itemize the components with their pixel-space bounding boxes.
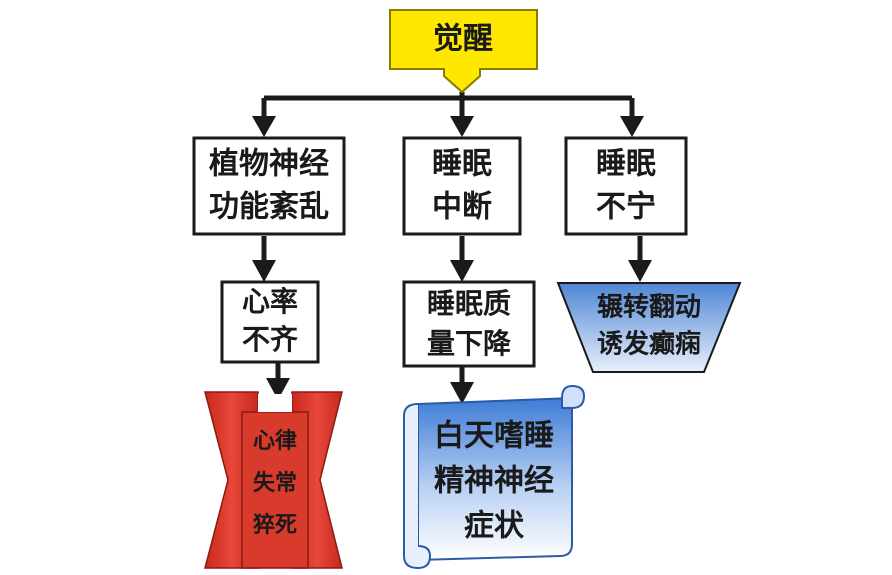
- interrupt-box: [402, 136, 522, 236]
- node-sudden-death: 心律 失常 猝死: [204, 391, 343, 569]
- daytime-label-line1: 白天嗜睡: [434, 419, 554, 454]
- node-quality: 睡眠质 量下降: [402, 280, 536, 368]
- arrowhead-daytime: [450, 382, 474, 404]
- arrhythmia-label-line2: 不齐: [242, 323, 299, 356]
- arrowhead-right-top: [620, 116, 644, 137]
- arrowhead-arrhythmia: [252, 260, 276, 282]
- node-daytime: 白天嗜睡 精神神经 症状: [403, 384, 586, 570]
- arrowhead-tossing: [628, 260, 652, 282]
- quality-label-line2: 量下降: [427, 327, 512, 360]
- arrowheads: [252, 116, 652, 404]
- death-label-line1: 心律: [253, 428, 297, 454]
- death-label-line2: 失常: [253, 470, 297, 496]
- autonomic-label-line2: 功能紊乱: [209, 190, 329, 225]
- arrowhead-middle-top: [450, 116, 474, 137]
- restless-box: [564, 136, 688, 236]
- arrhythmia-box: [220, 280, 320, 364]
- arrowhead-death: [266, 378, 290, 400]
- interrupt-label-line1: 睡眠: [432, 147, 492, 182]
- connectors: [261, 92, 643, 384]
- daytime-label-line3: 症状: [464, 509, 525, 544]
- node-autonomic: 植物神经 功能紊乱: [192, 136, 346, 236]
- daytime-label-line2: 精神神经: [434, 464, 554, 499]
- arrowhead-quality: [450, 260, 474, 282]
- death-label-line3: 猝死: [253, 512, 297, 538]
- awake-label: 觉醒: [433, 22, 493, 57]
- arrhythmia-label-line1: 心率: [242, 285, 298, 318]
- node-tossing: 辗转翻动 诱发癫痫: [556, 282, 742, 373]
- restless-label-line2: 不宁: [596, 190, 656, 225]
- death-top-notch: [258, 394, 292, 412]
- tossing-label-line2: 诱发癫痫: [597, 329, 701, 360]
- awake-shape: [389, 9, 538, 94]
- autonomic-box: [192, 136, 346, 236]
- tossing-trapezoid: [556, 282, 742, 373]
- scroll-body: [417, 396, 573, 562]
- tossing-label-line1: 辗转翻动: [597, 292, 701, 323]
- node-interrupt: 睡眠 中断: [402, 136, 522, 236]
- scroll-top-curl: [561, 384, 586, 409]
- node-arrhythmia: 心率 不齐: [220, 280, 320, 364]
- node-restless: 睡眠 不宁: [564, 136, 688, 236]
- quality-box: [402, 280, 536, 368]
- death-center-panel: [241, 411, 309, 569]
- autonomic-label-line1: 植物神经: [209, 147, 329, 182]
- restless-label-line1: 睡眠: [596, 147, 656, 182]
- node-awake: 觉醒: [389, 9, 538, 94]
- arrowhead-left-top: [252, 116, 276, 137]
- interrupt-label-line2: 中断: [432, 190, 492, 225]
- quality-label-line1: 睡眠质: [427, 287, 511, 320]
- scroll-left-curl: [403, 403, 432, 570]
